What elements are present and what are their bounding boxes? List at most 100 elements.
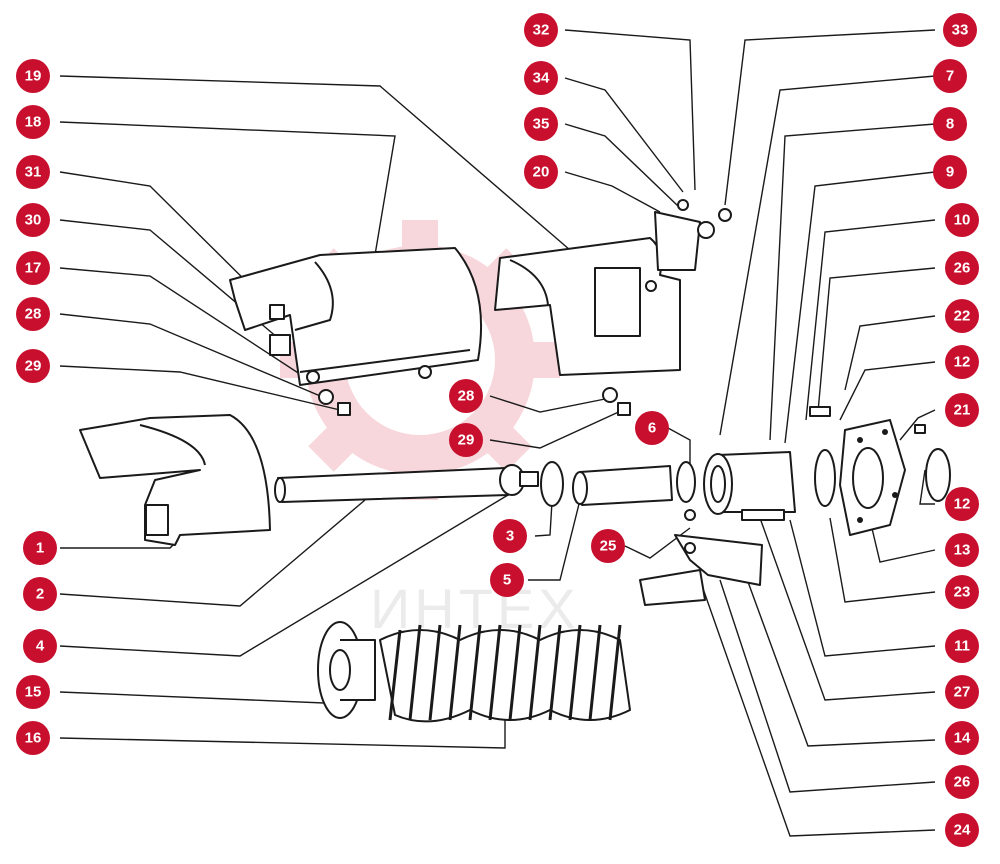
callout-c24: 24: [945, 813, 979, 847]
callout-badge-circle: [591, 529, 625, 563]
callout-number: 4: [36, 638, 45, 655]
callout-number: 13: [954, 542, 971, 559]
callout-c30: 30: [16, 203, 50, 237]
callout-badge-circle: [16, 105, 50, 139]
callout-c19: 19: [16, 59, 50, 93]
callout-badge-circle: [524, 13, 558, 47]
callout-c27: 27: [945, 675, 979, 709]
part-ring-3: [540, 461, 564, 507]
callout-number: 18: [25, 114, 42, 131]
callout-badge-circle: [449, 423, 483, 457]
callout-badge-circle: [945, 299, 979, 333]
part-sleeve-25: [572, 465, 673, 506]
callout-number: 26: [954, 774, 971, 791]
callout-c14: 14: [945, 721, 979, 755]
callout-c6: 6: [635, 411, 669, 445]
callout-badge-circle: [524, 107, 558, 141]
callout-badge-circle: [16, 721, 50, 755]
callout-number: 24: [954, 822, 971, 839]
callout-c8: 8: [933, 107, 967, 141]
callout-c18: 18: [16, 105, 50, 139]
callout-number: 22: [954, 308, 971, 325]
watermark-text: ИНТЕХ: [370, 577, 580, 640]
callout-badge-circle: [16, 251, 50, 285]
callout-number: 12: [954, 354, 971, 371]
part-spring-cup-15: [317, 621, 376, 719]
callout-number: 23: [954, 584, 971, 601]
callout-c33: 33: [943, 13, 977, 47]
callout-number: 20: [533, 164, 550, 181]
callout-c34: 34: [524, 61, 558, 95]
callout-number: 34: [533, 70, 550, 87]
callout-badge-circle: [945, 675, 979, 709]
callout-number: 1: [36, 540, 44, 557]
callout-number: 29: [25, 358, 42, 375]
callout-badge-circle: [16, 675, 50, 709]
callout-badge-circle: [933, 59, 967, 93]
callout-badge-circle: [945, 533, 979, 567]
callout-badge-circle: [16, 349, 50, 383]
callout-badge-circle: [945, 487, 979, 521]
callout-c15: 15: [16, 675, 50, 709]
callout-number: 14: [954, 730, 971, 747]
callout-badges: 1918313017282912415163234352028296325533…: [16, 13, 979, 847]
callout-number: 19: [25, 68, 42, 85]
callout-c22: 22: [945, 299, 979, 333]
callout-c26b: 26: [945, 765, 979, 799]
callout-number: 9: [946, 164, 954, 181]
callout-number: 5: [503, 572, 511, 589]
callout-c9: 9: [933, 155, 967, 189]
part-ring-6: [676, 461, 696, 503]
callout-badge-circle: [23, 531, 57, 565]
callout-badge-circle: [933, 107, 967, 141]
callout-c23: 23: [945, 575, 979, 609]
callout-c35: 35: [524, 107, 558, 141]
callout-badge-circle: [945, 345, 979, 379]
callout-number: 32: [533, 22, 550, 39]
callout-c13: 13: [945, 533, 979, 567]
callout-badge-circle: [945, 203, 979, 237]
callout-badge-circle: [16, 59, 50, 93]
part-housing-left: [229, 247, 483, 386]
part-seal-22: [814, 449, 836, 507]
callout-badge-circle: [524, 61, 558, 95]
part-hub-9: [703, 451, 796, 521]
callout-c11: 11: [945, 629, 979, 663]
part-circlip-12: [925, 448, 951, 502]
callout-c5: 5: [490, 563, 524, 597]
callout-c20: 20: [524, 155, 558, 189]
callout-number: 10: [954, 212, 971, 229]
part-flange-13: [839, 419, 906, 536]
callout-c17: 17: [16, 251, 50, 285]
callout-badge-circle: [943, 13, 977, 47]
callout-badge-circle: [945, 765, 979, 799]
callout-number: 25: [600, 538, 617, 555]
callout-number: 15: [25, 684, 42, 701]
part-lower-housing: [79, 414, 271, 546]
callout-badge-circle: [945, 393, 979, 427]
callout-number: 16: [25, 730, 42, 747]
callout-badge-circle: [945, 721, 979, 755]
callout-badge-circle: [945, 813, 979, 847]
part-shaft: [274, 464, 539, 503]
callout-number: 8: [946, 116, 954, 133]
callout-c2: 2: [23, 577, 57, 611]
callout-c25: 25: [591, 529, 625, 563]
callout-c3: 3: [493, 519, 527, 553]
callout-badge-circle: [23, 629, 57, 663]
callout-c29b: 29: [449, 423, 483, 457]
callout-badge-circle: [449, 379, 483, 413]
callout-number: 31: [25, 164, 42, 181]
callout-c1: 1: [23, 531, 57, 565]
callout-number: 30: [25, 212, 42, 229]
callout-c4: 4: [23, 629, 57, 663]
callout-number: 3: [506, 528, 514, 545]
callout-badge-circle: [945, 629, 979, 663]
callout-number: 6: [648, 420, 656, 437]
callout-number: 11: [954, 638, 970, 655]
callout-c12: 12: [945, 345, 979, 379]
callout-c16: 16: [16, 721, 50, 755]
callout-number: 28: [25, 306, 42, 323]
callout-number: 35: [533, 116, 550, 133]
callout-c31: 31: [16, 155, 50, 189]
